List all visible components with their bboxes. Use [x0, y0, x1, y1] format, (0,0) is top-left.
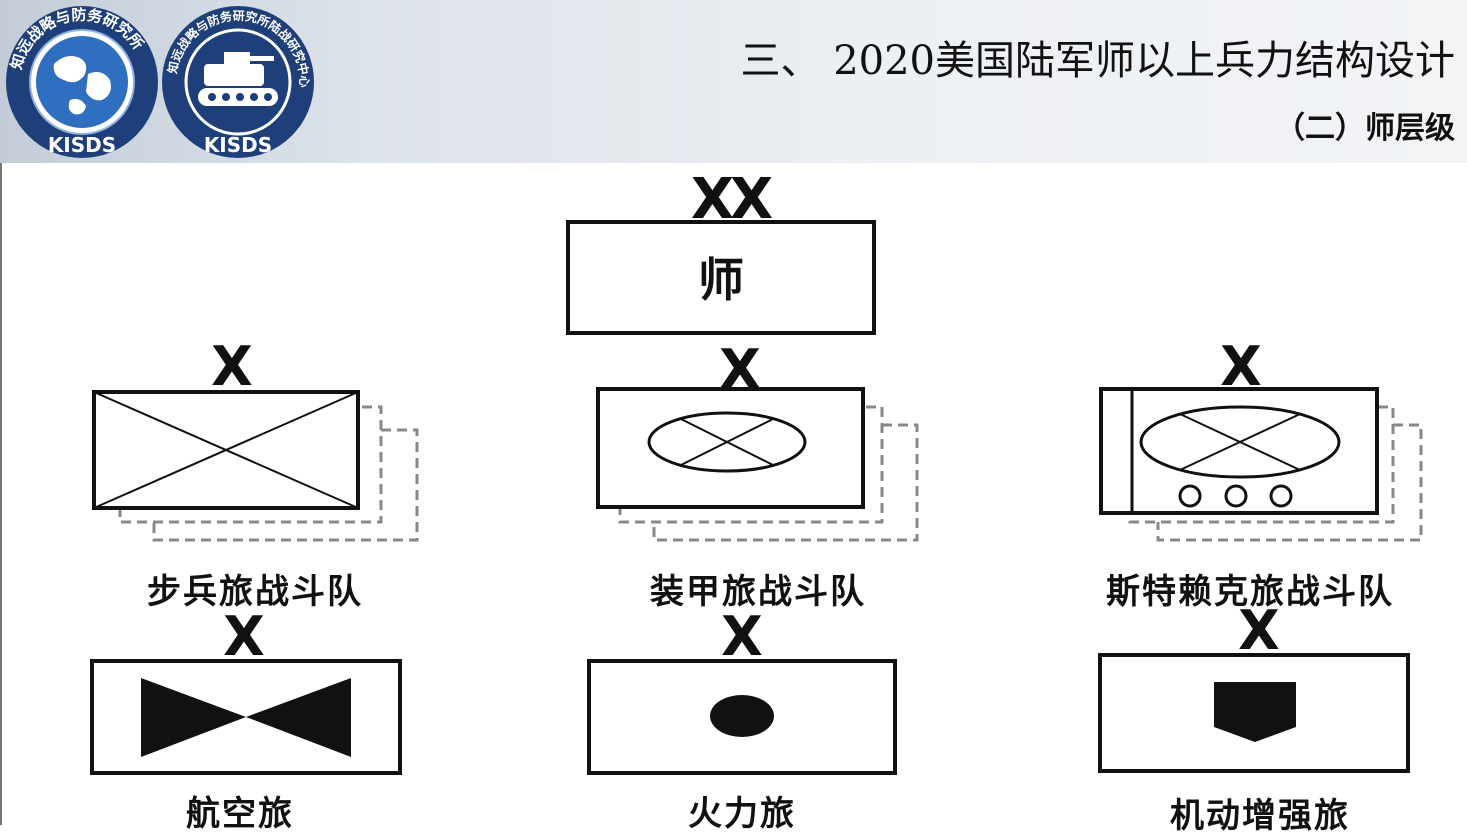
echelon-marker: X: [211, 335, 253, 398]
header-banner: 知远战略与防务研究所 KISDS 知远战略与防务研究所陆战研究中心 KISDS …: [0, 0, 1467, 163]
echelon-marker-division: XX: [690, 167, 773, 232]
echelon-marker: X: [1238, 599, 1280, 662]
unit-label-stryker: 斯特赖克旅战斗队: [1106, 572, 1394, 612]
unit-label-infantry: 步兵旅战斗队: [147, 572, 363, 612]
unit-label-aviation: 航空旅: [186, 794, 294, 834]
page-title: 三、 2020美国陆军师以上兵力结构设计: [740, 38, 1455, 84]
stryker-symbol: [1099, 387, 1423, 542]
tank-logo: 知远战略与防务研究所陆战研究中心 KISDS: [162, 6, 314, 158]
logo-abbr: KISDS: [48, 133, 116, 157]
left-border: [0, 163, 2, 825]
echelon-marker: X: [223, 605, 265, 668]
globe-logo: 知远战略与防务研究所 KISDS: [6, 6, 158, 158]
infantry-symbol: [92, 390, 419, 542]
echelon-marker: X: [719, 338, 761, 401]
page-subtitle: （二）师层级: [1275, 111, 1455, 146]
echelon-marker: X: [1220, 335, 1262, 398]
division-label: 师: [698, 253, 744, 307]
unit-label-armor: 装甲旅战斗队: [650, 572, 866, 612]
logo-abbr: KISDS: [204, 133, 272, 157]
unit-label-maneuver-enhancement: 机动增强旅: [1170, 796, 1350, 836]
echelon-marker: X: [721, 605, 763, 668]
unit-label-fires: 火力旅: [688, 794, 796, 834]
fires-symbol: [587, 659, 897, 775]
aviation-symbol: [90, 659, 402, 775]
division-box: [566, 220, 876, 335]
maneuver-enhancement-symbol: [1098, 653, 1410, 773]
armor-symbol: [596, 387, 919, 542]
